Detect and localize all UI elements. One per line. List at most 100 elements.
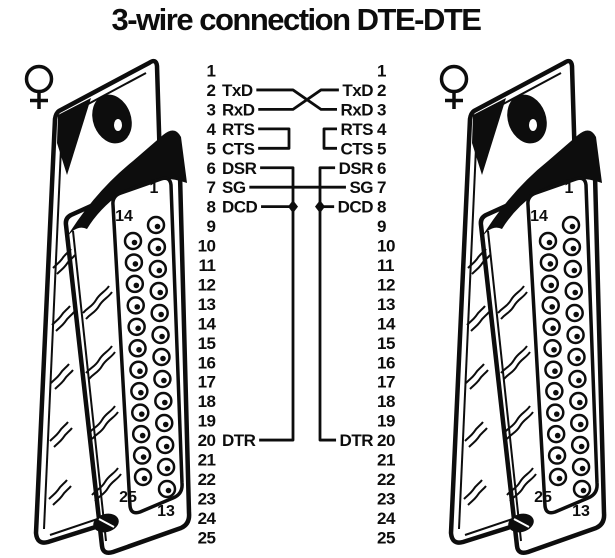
shading-line [55,311,75,332]
shading-line [50,363,70,384]
pin-number-right-9: 9 [377,217,386,236]
db25-pin-hole [577,421,584,428]
db25-pin-hole [165,487,172,494]
db25-pin-hole [141,475,148,482]
signal-label-right-rts: RTS [341,120,374,139]
pin-number-left-10: 10 [198,237,216,256]
page-title: 3-wire connection DTE-DTE [111,2,482,37]
pin-number-left-6: 6 [207,159,216,178]
female-gender-icon-circle [439,64,469,94]
body-top-shading [63,130,187,243]
shading-line [88,405,116,434]
db25-pin-hole [132,261,139,267]
pin-number-right-8: 8 [377,198,386,217]
shading-line [509,473,537,502]
shading-line [91,467,119,496]
shading-line [468,427,488,448]
female-gender-icon [24,64,54,109]
female-gender-icon [439,64,469,109]
db25-pin-hole [138,411,145,417]
db25-pin-hole [552,368,558,375]
pin-number-right-6: 6 [377,159,386,178]
db25-pin-hole [578,443,585,450]
db25-pin-hole [551,346,557,353]
db25-pin-hole [549,304,556,310]
db25-pin-hole [163,443,170,450]
pin-number-left-5: 5 [207,139,216,158]
signal-label-left-cts: CTS [222,139,255,158]
shading-line [94,473,122,502]
db25-pin-hole [140,454,147,460]
pin-number-right-1: 1 [377,62,386,81]
shading-line [500,291,528,320]
db25-pin-hole [573,311,579,318]
connector-pin-label-top-left: 14 [530,208,548,225]
wire-left-dsr-dcd-dtr-loopback [259,166,295,442]
pin-number-left-9: 9 [207,217,216,236]
pin-number-left-22: 22 [198,470,216,489]
db25-pin-hole [554,432,561,439]
flange-corner-shading [472,98,506,175]
shading-line [49,421,69,442]
mounting-hole [92,94,132,144]
shading-line [88,351,116,380]
pin-number-left-20: 20 [198,431,216,450]
pin-number-left-7: 7 [207,178,216,197]
signal-label-left-dtr: DTR [222,431,256,450]
pin-number-right-13: 13 [377,295,395,314]
pin-number-right-2: 2 [377,81,386,100]
db25-pin-hole [579,465,586,472]
db25-pin-hole [131,239,138,246]
db25-pin-hole [134,304,141,310]
pin-number-left-21: 21 [198,451,216,470]
connector-pin-label-bottom-right: 13 [572,503,590,520]
db25-pin-hole [550,325,556,332]
shading-line [85,291,113,320]
db25-pin-hole [160,355,166,362]
pin-number-right-22: 22 [377,470,395,489]
db25-pin-hole [138,389,144,396]
db25-pin-hole [156,267,163,274]
connector-pin-label-bottom-left: 25 [534,489,552,506]
pin-number-left-18: 18 [198,392,216,411]
pin-number-left-14: 14 [198,314,217,333]
shading-line [51,305,71,326]
pin-number-right-7: 7 [377,178,386,197]
mounting-hole-highlight [114,119,122,131]
db25-pin-hole [164,465,171,472]
db25-pin-hole [575,355,581,362]
shading-line [503,351,531,380]
pin-number-left-19: 19 [198,412,216,431]
signal-label-left-sg: SG [222,178,246,197]
bottom-screw-slot [98,518,115,528]
signal-label-left-rts: RTS [222,120,255,139]
pin-number-right-15: 15 [377,334,395,353]
signal-label-left-dsr: DSR [222,159,257,178]
db25-pin-hole [574,333,580,340]
pin-number-right-24: 24 [377,509,396,528]
connector-pin-label-bottom-left: 25 [119,489,137,506]
db25-pin-hole [556,475,563,482]
pin-number-left-1: 1 [207,62,216,81]
junction-dot-left [288,200,298,214]
shading-line [467,248,487,269]
pin-number-left-4: 4 [207,120,217,139]
pin-number-left-3: 3 [207,100,216,119]
pin-number-right-17: 17 [377,373,395,392]
pin-number-right-4: 4 [377,120,387,139]
shading-line [53,427,73,448]
db25-pin-hole [137,368,143,375]
wire-right-dsr-dcd-dtr-loopback [318,166,337,442]
pin-number-right-10: 10 [377,237,395,256]
pin-number-right-23: 23 [377,489,395,508]
shading-line [91,411,119,440]
mounting-hole [507,94,547,144]
db25-pin-hole [571,267,578,274]
pin-number-left-12: 12 [198,275,216,294]
pin-number-left-25: 25 [198,528,216,547]
db25-pin-hole [159,333,165,340]
pin-number-left-2: 2 [207,81,216,100]
shading-line [48,479,68,500]
